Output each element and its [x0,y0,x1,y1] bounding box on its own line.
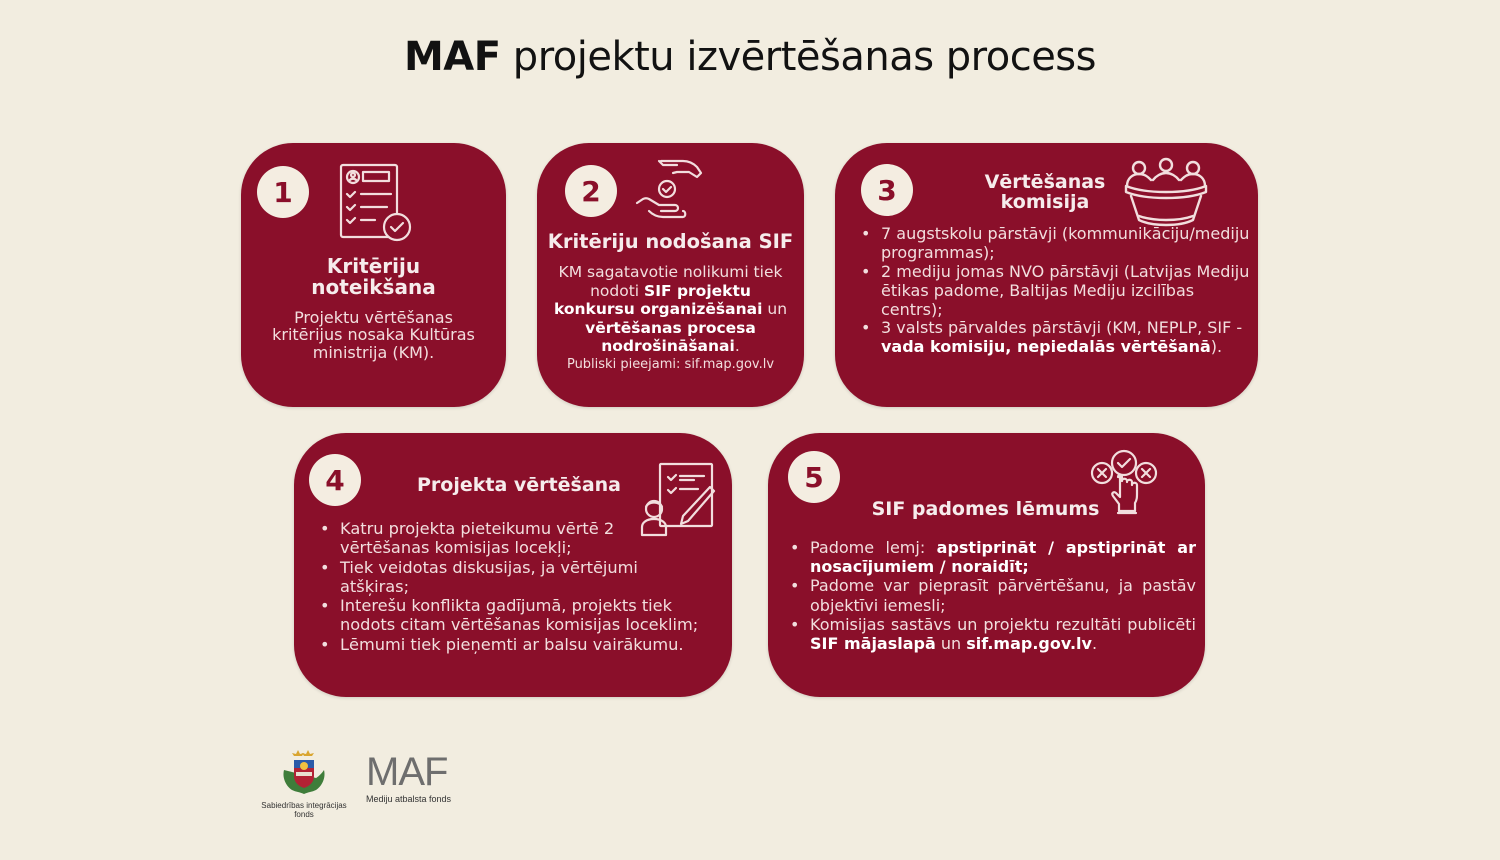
step-title-line: noteikšana [311,275,436,299]
text-span: Padome lemj: [810,538,937,557]
text-span: un [935,633,967,653]
list-item: 3 valsts pārvaldes pārstāvji (KM, NEPLP,… [857,318,1252,357]
text-bold: sif.map.gov.lv [966,633,1092,653]
text-bold: vada komisiju, nepiedalās vērtēšanā [881,337,1211,357]
text-span: 3 valsts pārvaldes pārstāvji (KM, NEPLP,… [881,318,1243,338]
committee-composition-list: 7 augstskolu pārstāvji (kommunikāciju/me… [857,224,1252,357]
sif-logo: Sabiedrības integrācijas fonds [258,748,350,820]
step-title-line: Vērtēšanas [984,171,1106,193]
public-availability-note: Publiski pieejami: sif.map.gov.lv [566,357,775,372]
text-span: KM sagatavotie nolikumi tiek nodoti [558,263,783,300]
hands-handover-icon [633,155,705,223]
vote-choice-hand-icon [1090,447,1158,517]
step-title: Vērtēšanas komisija [975,171,1115,213]
step-title: SIF padomes lēmums [871,498,1100,520]
step-number-badge: 5 [788,451,840,503]
list-item: Padome lemj: apstiprināt / apstiprināt a… [786,538,1196,576]
step-number-badge: 2 [565,165,617,217]
committee-people-icon [1123,156,1209,230]
maf-logo-caption: Mediju atbalsta fonds [366,794,452,804]
evaluation-rules-list: Katru projekta pieteikumu vērtē 2 vērtēš… [316,519,726,654]
list-item: Interešu konflikta gadījumā, projekts ti… [316,596,726,635]
title-rest: projektu izvērtēšanas process [500,34,1097,80]
step-card-1: 1 Kritēriju noteikšana Projektu vērtēšan… [241,143,506,407]
text-bold: apstiprināt / apstiprināt ar nosacījumie… [810,538,1196,577]
text-span: . [734,337,740,356]
step-title: Kritēriju nodošana SIF [547,230,794,253]
maf-logo-mark: MAF [366,750,448,794]
list-item: Padome var pieprasīt pārvērtēšanu, ja pa… [786,576,1196,614]
step-card-2: 2 Kritēriju nodošana SIF KM sagatavotie … [537,143,804,407]
text-span: ). [1210,337,1223,357]
step-number-badge: 3 [861,164,913,216]
list-item: Lēmumi tiek pieņemti ar balsu vairākumu. [316,635,726,655]
sif-logo-caption: Sabiedrības integrācijas fonds [261,801,347,819]
step-title: Projekta vērtēšana [417,474,621,496]
step-number-badge: 4 [309,454,361,506]
step-title-line: Kritēriju [326,254,421,278]
step-description: Projektu vērtēšanas kritērijus nosaka Ku… [272,308,475,362]
text-span: . [1091,633,1098,653]
list-item: Tiek veidotas diskusijas, ja vērtējumi a… [316,558,726,597]
page-title: MAF projektu izvērtēšanas process [0,34,1500,80]
step-card-4: 4 Projekta vērtēšana Katru projekta piet… [294,433,732,697]
step-title-line: komisija [1000,190,1090,213]
step-number-badge: 1 [257,166,309,218]
text-span: Komisijas sastāvs un projektu rezultāti … [810,614,1196,634]
list-item: 2 mediju jomas NVO pārstāvji (Latvijas M… [857,262,1252,320]
council-decision-list: Padome lemj: apstiprināt / apstiprināt a… [786,538,1196,653]
step-card-3: 3 Vērtēšanas komisija 7 augstskolu pārst… [835,143,1258,407]
list-item: Komisijas sastāvs un projektu rezultāti … [786,615,1196,653]
coat-of-arms-icon [280,748,328,798]
checklist-document-icon [337,161,413,245]
maf-logo: MAF Mediju atbalsta fonds [366,752,476,804]
title-bold: MAF [404,34,501,80]
step-card-5: 5 SIF padomes lēmums Padome lemj: apstip… [768,433,1205,697]
step-title: Kritēriju noteikšana [241,256,506,298]
text-span: un [762,300,788,319]
list-item: Katru projekta pieteikumu vērtē 2 vērtēš… [316,519,726,558]
text-bold: SIF projektu konkursu organizēšanai [553,281,763,319]
list-item: 7 augstskolu pārstāvji (kommunikāciju/me… [857,224,1252,263]
step-description: KM sagatavotie nolikumi tiek nodoti SIF … [551,263,790,356]
text-bold: SIF mājaslapā [810,633,936,653]
text-bold: vērtēšanas procesa nodrošināšanai [585,318,756,356]
